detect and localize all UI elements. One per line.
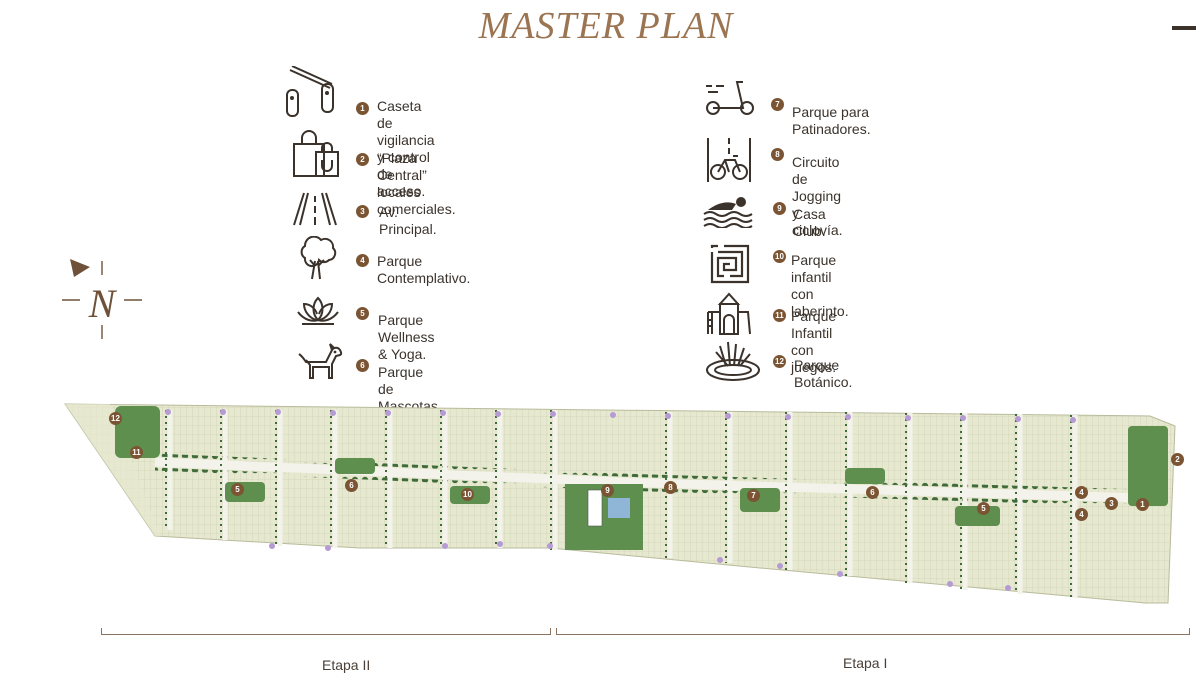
- compass-rose: N: [62, 259, 142, 339]
- legend-number-badge: 3: [356, 205, 369, 218]
- stage-label-etapa-1: Etapa I: [843, 655, 888, 671]
- stage-bracket-etapa-2: [101, 628, 551, 635]
- map-marker-4[interactable]: 4: [1075, 486, 1088, 499]
- legend-number-badge: 8: [771, 148, 784, 161]
- legend-number-badge: 1: [356, 102, 369, 115]
- playground-icon: [707, 292, 751, 335]
- map-marker-12[interactable]: 12: [109, 412, 122, 425]
- map-marker-11[interactable]: 11: [130, 446, 143, 459]
- map-marker-3[interactable]: 3: [1105, 497, 1118, 510]
- north-arrow-icon: [70, 259, 90, 277]
- map-marker-8[interactable]: 8: [664, 481, 677, 494]
- legend-label: Parque Botánico.: [794, 357, 853, 390]
- legend-number-badge: 11: [773, 309, 786, 322]
- pond-plants-icon: [706, 341, 760, 381]
- legend-number-badge: 7: [771, 98, 784, 111]
- legend-label: Parque Wellness & Yoga.: [378, 312, 435, 362]
- stage-bracket-etapa-1: [556, 628, 1190, 635]
- legend-label: Av. Principal.: [379, 204, 437, 237]
- map-marker-10[interactable]: 10: [461, 488, 474, 501]
- entrance-plaza: [1128, 426, 1168, 506]
- barrier-gate-icon: [286, 66, 334, 117]
- menu-icon[interactable]: [1172, 26, 1196, 30]
- map-marker-7[interactable]: 7: [747, 489, 760, 502]
- legend-number-badge: 2: [356, 153, 369, 166]
- scooter-icon: [706, 81, 754, 115]
- legend-number-badge: 12: [773, 355, 786, 368]
- map-marker-9[interactable]: 9: [601, 484, 614, 497]
- stage-label-etapa-2: Etapa II: [322, 657, 371, 673]
- lotus-icon: [297, 296, 339, 325]
- shopping-bags-icon: [293, 130, 339, 177]
- legend-label: Casa Club.: [793, 206, 826, 239]
- swimmer-icon: [703, 197, 753, 228]
- page-title: MASTER PLAN: [478, 5, 734, 47]
- botanical-park: [115, 406, 160, 458]
- legend-number-badge: 5: [356, 307, 369, 320]
- legend-label: Parque Contemplativo.: [377, 253, 471, 286]
- legend-number-badge: 4: [356, 254, 369, 267]
- legend-number-badge: 9: [773, 202, 786, 215]
- bicycle-lane-icon: [707, 138, 751, 182]
- legend-number-badge: 6: [356, 359, 369, 372]
- map-marker-4[interactable]: 4: [1075, 508, 1088, 521]
- map-marker-6[interactable]: 6: [345, 479, 358, 492]
- compass-letter: N: [88, 281, 118, 326]
- dog-icon: [298, 343, 343, 379]
- road-icon: [293, 192, 337, 226]
- legend-label: Parque para Patinadores.: [792, 104, 871, 137]
- legend-label: Parque Infantil con juegos.: [791, 308, 837, 375]
- site-plan-map: [64, 403, 1176, 604]
- map-marker-2[interactable]: 2: [1171, 453, 1184, 466]
- map-marker-1[interactable]: 1: [1136, 498, 1149, 511]
- map-marker-6[interactable]: 6: [866, 486, 879, 499]
- legend-label: Circuito de Jogging y ciclovía.: [792, 154, 843, 238]
- map-marker-5[interactable]: 5: [977, 502, 990, 515]
- legend-label: “Plaza Central” locales comerciales.: [377, 150, 456, 217]
- legend-number-badge: 10: [773, 250, 786, 263]
- map-marker-5[interactable]: 5: [231, 483, 244, 496]
- legend-label: Caseta de vigilancia y control de acceso…: [377, 98, 435, 199]
- maze-icon: [710, 244, 750, 284]
- legend-label: Parque infantil con laberinto.: [791, 252, 849, 319]
- tree-icon: [300, 236, 337, 280]
